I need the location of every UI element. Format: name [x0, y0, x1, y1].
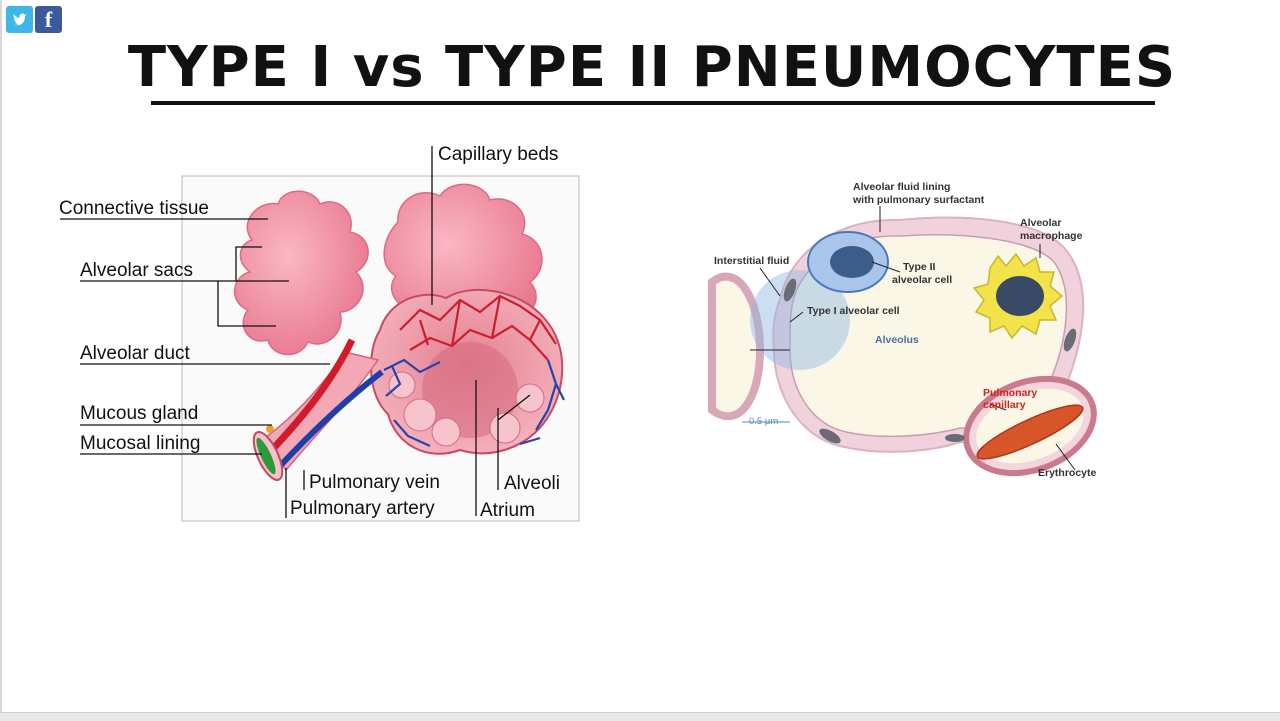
twitter-bird-icon	[12, 13, 27, 25]
twitter-share-button[interactable]	[6, 6, 33, 33]
bronchiole-duct	[252, 338, 384, 481]
label-fluid-lining-2: with pulmonary surfactant	[853, 194, 985, 206]
title-underline	[151, 101, 1155, 105]
leader-lines	[60, 146, 531, 518]
label-macrophage-2: macrophage	[1020, 230, 1083, 242]
alveolar-cluster	[370, 288, 564, 455]
label-alveolar-sacs: Alveolar sacs	[80, 260, 193, 281]
page-title: TYPE I vs TYPE II PNEUMOCYTES	[127, 35, 1177, 100]
facebook-icon: f	[44, 6, 53, 32]
label-fluid-lining-1: Alveolar fluid lining	[853, 181, 951, 193]
label-alveoli: Alveoli	[504, 473, 560, 494]
label-pulmonary-artery: Pulmonary artery	[290, 498, 435, 519]
window-bottom-bar	[0, 712, 1280, 721]
label-alveolar-duct: Alveolar duct	[80, 343, 190, 364]
label-macrophage-1: Alveolar	[1020, 217, 1062, 229]
label-pulmonary-vein: Pulmonary vein	[309, 472, 440, 493]
alveolar-macrophage	[972, 252, 1064, 340]
window-left-border	[0, 0, 2, 720]
interstitial-fluid-zone	[750, 270, 850, 370]
label-mucosal-lining: Mucosal lining	[80, 433, 201, 454]
alveolar-sac-lobe-left	[233, 190, 369, 356]
adjacent-alveolus-left	[708, 272, 765, 421]
right-leader-lines	[742, 206, 1076, 471]
wall-nuclei	[783, 278, 1077, 444]
label-connective-tissue: Connective tissue	[59, 198, 209, 219]
label-capillary-1: Pulmonary	[983, 387, 1038, 399]
label-atrium: Atrium	[480, 500, 535, 521]
label-type-ii-2: alveolar cell	[892, 274, 953, 286]
label-erythrocyte: Erythrocyte	[1038, 467, 1097, 479]
label-capillary-2: capillary	[983, 399, 1026, 411]
label-mucous-gland: Mucous gland	[80, 403, 199, 424]
label-interstitial-fluid: Interstitial fluid	[714, 255, 790, 267]
label-capillary-beds: Capillary beds	[438, 144, 559, 165]
label-type-ii-1: Type II	[903, 261, 936, 273]
label-alveolus: Alveolus	[875, 334, 919, 346]
type-ii-alveolar-cell	[807, 231, 889, 293]
label-type-i: Type I alveolar cell	[807, 305, 900, 317]
capillary-network	[383, 294, 565, 448]
facebook-share-button[interactable]: f	[35, 6, 62, 33]
label-scale: 0.5 µm	[749, 416, 779, 427]
